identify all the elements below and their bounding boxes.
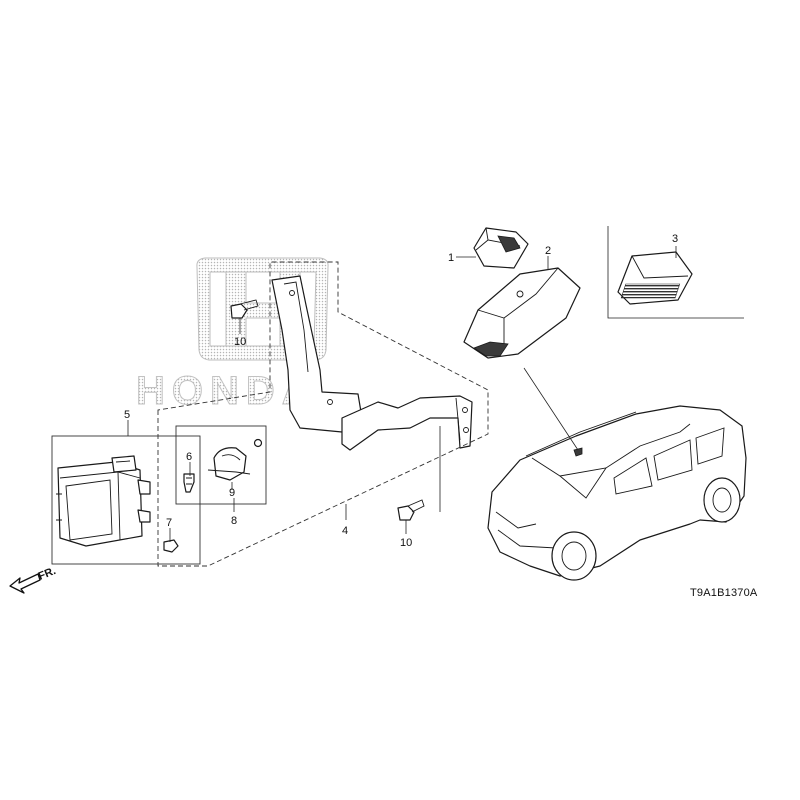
callout-10-lower: 10	[400, 537, 412, 549]
radar-sensor-unit[interactable]	[56, 455, 151, 547]
callout-8: 8	[231, 515, 237, 527]
callout-box-8	[175, 425, 267, 505]
front-direction-arrow-icon	[9, 573, 41, 594]
honda-wordmark-watermark: HONDA	[136, 369, 318, 413]
callout-4: 4	[342, 525, 348, 537]
clip-part-9[interactable]	[207, 438, 263, 481]
camera-bracket[interactable]	[271, 275, 473, 451]
bolt-part-6[interactable]	[183, 473, 195, 493]
callout-7: 7	[166, 517, 172, 529]
vehicle-illustration	[487, 405, 747, 581]
diagram-code: T9A1B1370A	[690, 587, 758, 599]
callout-box-5	[51, 435, 201, 565]
front-direction-label: FR.	[37, 565, 58, 583]
bolt-part-10-upper[interactable]	[230, 299, 259, 319]
callout-6: 6	[186, 451, 192, 463]
callout-5: 5	[124, 409, 130, 421]
callout-9: 9	[229, 487, 235, 499]
callout-outline-4	[157, 261, 489, 567]
callout-2: 2	[545, 245, 551, 257]
callout-box-3	[607, 226, 744, 319]
callout-1: 1	[448, 252, 454, 264]
leader-lines	[127, 246, 677, 542]
callout-3: 3	[672, 233, 678, 245]
bolt-part-10-lower[interactable]	[397, 499, 425, 521]
camera-unit[interactable]	[473, 227, 529, 269]
nut-part-7[interactable]	[163, 539, 179, 553]
callout-10-upper: 10	[234, 336, 246, 348]
sensor-unit-part-3[interactable]	[617, 251, 693, 305]
camera-cover[interactable]	[463, 267, 581, 359]
